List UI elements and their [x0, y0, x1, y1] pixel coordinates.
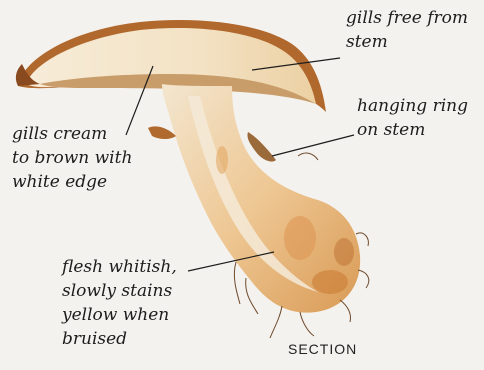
stain	[284, 216, 316, 260]
section-caption: SECTION	[288, 341, 357, 357]
root-nub	[148, 126, 176, 139]
stain	[312, 270, 348, 294]
label-flesh: flesh whitish, slowly stains yellow when…	[62, 255, 177, 351]
label-gills-cream: gills cream to brown with white edge	[12, 122, 132, 194]
label-hanging-ring: hanging ring on stem	[357, 94, 468, 142]
leader-hanging-ring	[272, 135, 354, 156]
hanging-ring	[247, 132, 276, 162]
stain	[216, 146, 228, 174]
stain	[334, 238, 354, 266]
label-gills-free: gills free from stem	[346, 6, 468, 54]
